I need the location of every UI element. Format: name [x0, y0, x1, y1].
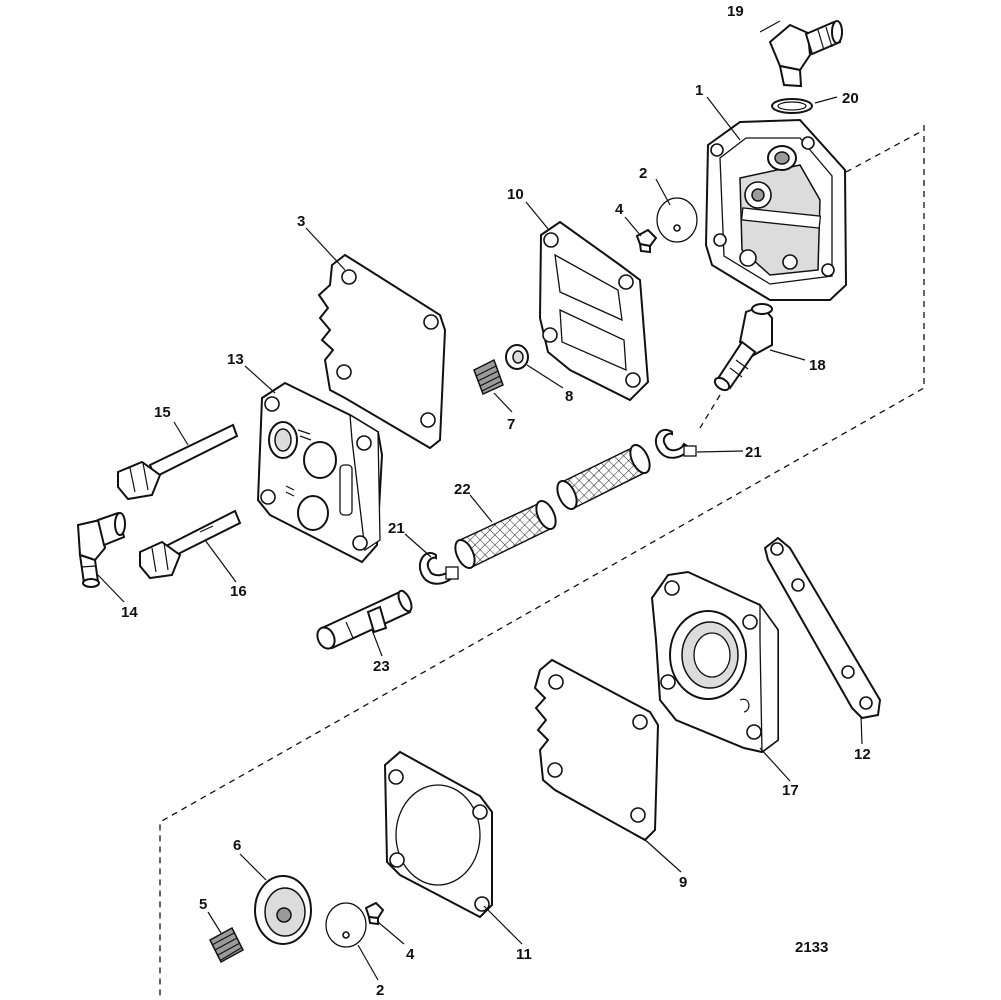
part-14-barbed-elbow — [76, 511, 126, 588]
part-6-diaphragm-plate — [254, 875, 312, 945]
part-23-tee-fitting — [316, 589, 413, 650]
part-2-disc-bottom — [325, 902, 367, 948]
part-16-bolt-short — [139, 509, 242, 580]
callout-20: 20 — [842, 90, 859, 107]
part-1-pump-body — [704, 118, 848, 301]
callout-18: 18 — [809, 357, 826, 374]
part-19-elbow-fitting — [768, 20, 843, 88]
callout-17: 17 — [782, 782, 799, 799]
callout-3: 3 — [297, 213, 305, 230]
part-21-clip-right — [654, 429, 697, 459]
callout-4-top: 4 — [615, 201, 624, 218]
callout-10: 10 — [507, 186, 524, 203]
callout-19: 19 — [727, 3, 744, 20]
callout-9: 9 — [679, 874, 687, 891]
leader-lines — [97, 20, 863, 981]
part-3-diaphragm — [317, 253, 447, 450]
part-2-disc-top — [656, 197, 698, 243]
callout-14: 14 — [121, 604, 138, 621]
disc-center-hole-lower — [342, 931, 350, 939]
part-18-hose-barb-elbow — [713, 303, 773, 392]
part-22-screen-left — [454, 499, 557, 570]
part-15-bolt-long — [117, 423, 239, 501]
part-7-spring — [473, 358, 504, 396]
callout-4-bottom: 4 — [406, 946, 415, 963]
callout-1: 1 — [695, 82, 703, 99]
callout-23: 23 — [373, 658, 390, 675]
part-22-screen-right — [556, 443, 651, 511]
callout-11: 11 — [516, 946, 532, 963]
callout-6: 6 — [233, 837, 241, 854]
callout-16: 16 — [230, 583, 247, 600]
callout-2-top: 2 — [639, 165, 647, 182]
callout-7: 7 — [507, 416, 515, 433]
fuel-line-dashed — [699, 394, 721, 429]
part-13-cover-plate — [256, 381, 384, 564]
part-4-check-valve-top — [635, 228, 658, 254]
part-21-clip-left — [418, 552, 459, 585]
part-4-check-valve-bottom — [364, 901, 385, 926]
part-20-o-ring — [771, 98, 813, 114]
part-10-gasket — [538, 220, 650, 402]
callout-13: 13 — [227, 351, 244, 368]
figure-number: 2133 — [795, 939, 828, 956]
disc-center-hole — [673, 224, 681, 232]
callout-2-bottom: 2 — [376, 982, 384, 999]
callout-15: 15 — [154, 404, 171, 421]
part-9-diaphragm — [533, 658, 660, 842]
part-17-pump-housing — [650, 570, 779, 754]
callout-12: 12 — [854, 746, 871, 763]
part-5-spring — [209, 926, 244, 964]
callout-8: 8 — [565, 388, 573, 405]
o-ring-inner — [777, 101, 807, 111]
callout-labels: 19 20 1 2 4 10 3 8 7 18 21 13 15 16 14 2… — [121, 3, 871, 999]
callout-5: 5 — [199, 896, 207, 913]
callout-21-left: 21 — [388, 520, 405, 537]
callout-21-right: 21 — [745, 444, 762, 461]
assembly-boundary-dashed — [159, 125, 925, 998]
part-11-gasket — [383, 750, 493, 919]
part-8-retainer — [505, 344, 529, 370]
part-12-strap — [763, 536, 882, 720]
callout-22: 22 — [454, 481, 471, 498]
